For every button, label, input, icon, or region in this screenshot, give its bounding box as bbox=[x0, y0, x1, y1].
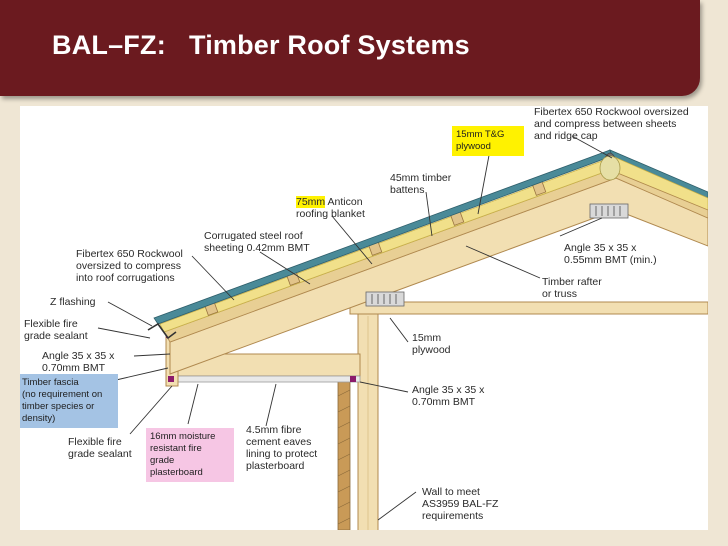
vent-grille-left bbox=[365, 291, 405, 307]
label-plywood-15: 15mm plywood bbox=[412, 332, 451, 356]
label-timber-rafter: Timber rafter or truss bbox=[542, 276, 602, 300]
roof-drawing bbox=[97, 135, 708, 530]
label-rockwool-corrugations: Fibertex 650 Rockwool oversized to compr… bbox=[76, 248, 183, 284]
label-timber-fascia: Timber fascia (no requirement on timber … bbox=[20, 374, 118, 428]
anticon-thickness: 75mm bbox=[296, 196, 326, 208]
label-corrugated-sheeting: Corrugated steel roof sheeting 0.42mm BM… bbox=[204, 230, 310, 254]
label-angle-055: Angle 35 x 35 x 0.55mm BMT (min.) bbox=[564, 242, 657, 266]
roof-section-diagram: Fibertex 650 Rockwool oversized and comp… bbox=[20, 106, 708, 530]
label-fibre-cement: 4.5mm fibre cement eaves lining to prote… bbox=[246, 424, 318, 472]
label-z-flashing: Z flashing bbox=[50, 296, 96, 308]
angle-mark-right bbox=[350, 376, 356, 382]
label-sealant-top: Flexible fire grade sealant bbox=[24, 318, 88, 342]
slide-title: BAL–FZ: Timber Roof Systems bbox=[52, 30, 470, 60]
ridge-rockwool bbox=[599, 155, 621, 181]
label-plywood-tg: 15mm T&G plywood bbox=[452, 126, 524, 156]
z-flashing bbox=[147, 322, 177, 340]
label-angle-070-left: Angle 35 x 35 x 0.70mm BMT bbox=[42, 350, 115, 374]
leader-lines bbox=[97, 135, 613, 521]
angle-mark-left bbox=[168, 376, 174, 382]
label-angle-070-right: Angle 35 x 35 x 0.70mm BMT bbox=[412, 384, 485, 408]
label-wall: Wall to meet AS3959 BAL-FZ requirements bbox=[422, 486, 499, 522]
label-timber-battens: 45mm timber battens bbox=[390, 172, 452, 196]
eaves-lining bbox=[169, 375, 361, 383]
title-bar: BAL–FZ: Timber Roof Systems bbox=[0, 0, 700, 96]
label-anticon-blanket: 75mm Anticon roofing blanket bbox=[296, 196, 365, 220]
anticon-text: Anticon roofing blanket bbox=[296, 196, 365, 220]
label-rockwool-ridge: Fibertex 650 Rockwool oversized and comp… bbox=[534, 106, 689, 142]
label-sealant-bottom: Flexible fire grade sealant bbox=[68, 436, 132, 460]
label-plasterboard: 16mm moisture resistant fire grade plast… bbox=[146, 428, 234, 482]
vent-grille-right bbox=[589, 203, 629, 219]
